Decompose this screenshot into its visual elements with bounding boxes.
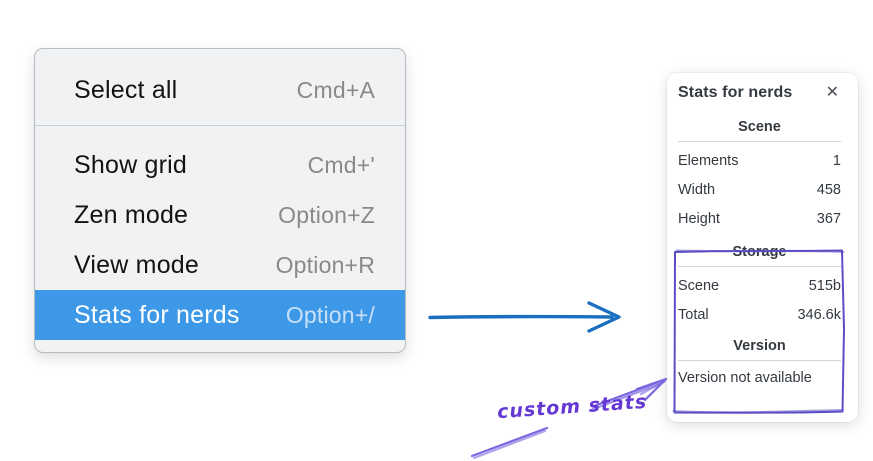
custom-stats-label: custom stats xyxy=(496,390,648,424)
blue-arrow-strokes xyxy=(428,301,621,333)
close-icon[interactable]: ✕ xyxy=(825,84,839,101)
stats-section-version: Version Version not available xyxy=(678,337,841,391)
menu-item-show-grid[interactable]: Show grid Cmd+' xyxy=(35,140,405,190)
menu-item-label: Select all xyxy=(74,75,178,104)
purple-arrow-strokes xyxy=(470,377,668,460)
context-menu: Select all Cmd+A Show grid Cmd+' Zen mod… xyxy=(34,48,406,353)
stat-value: 458 xyxy=(816,181,841,198)
stat-label: Scene xyxy=(678,277,720,294)
blue-arrow xyxy=(428,301,621,333)
section-heading-storage: Storage xyxy=(732,244,787,260)
stat-label: Total xyxy=(678,306,709,323)
menu-item-shortcut: Option+/ xyxy=(285,301,375,328)
stat-label: Height xyxy=(678,210,720,227)
stat-value: 367 xyxy=(816,210,841,227)
stat-label: Elements xyxy=(678,152,739,169)
stats-panel-header: Stats for nerds ✕ xyxy=(678,84,841,102)
menu-item-shortcut: Option+Z xyxy=(278,201,375,228)
menu-item-select-all[interactable]: Select all Cmd+A xyxy=(35,65,405,115)
section-divider xyxy=(678,360,841,361)
stat-value: 515b xyxy=(808,277,841,294)
version-note: Version not available xyxy=(678,370,812,386)
stats-panel: Stats for nerds ✕ Scene Elements 1 Width… xyxy=(667,73,858,422)
menu-item-label: View mode xyxy=(74,250,200,279)
menu-item-view-mode[interactable]: View mode Option+R xyxy=(35,240,405,290)
menu-item-label: Show grid xyxy=(74,150,187,179)
menu-divider xyxy=(35,125,405,126)
section-divider xyxy=(678,266,841,267)
menu-item-shortcut: Cmd+A xyxy=(296,76,375,103)
stat-value: 1 xyxy=(832,152,841,169)
menu-item-label: Zen mode xyxy=(74,200,189,229)
stats-panel-title: Stats for nerds xyxy=(678,84,793,101)
stat-row-total-storage: Total 346.6k xyxy=(678,300,841,329)
menu-item-zen-mode[interactable]: Zen mode Option+Z xyxy=(35,190,405,240)
stat-row-scene-storage: Scene 515b xyxy=(678,271,841,300)
section-heading-version: Version xyxy=(733,338,786,354)
section-heading-scene: Scene xyxy=(738,119,781,135)
section-divider xyxy=(678,141,841,142)
stat-row-width: Width 458 xyxy=(678,175,841,204)
menu-item-shortcut: Option+R xyxy=(275,251,375,278)
stats-section-storage: Storage Scene 515b Total 346.6k xyxy=(678,243,841,329)
stat-label: Width xyxy=(678,181,716,198)
menu-item-stats-for-nerds[interactable]: Stats for nerds Option+/ xyxy=(35,290,405,340)
stat-row-elements: Elements 1 xyxy=(678,146,841,175)
custom-stats-arrow xyxy=(470,377,668,460)
stats-section-scene: Scene Elements 1 Width 458 Height 367 xyxy=(678,118,841,233)
stat-row-height: Height 367 xyxy=(678,204,841,233)
stat-value: 346.6k xyxy=(797,306,841,323)
menu-item-label: Stats for nerds xyxy=(74,300,240,329)
menu-item-shortcut: Cmd+' xyxy=(307,151,375,178)
